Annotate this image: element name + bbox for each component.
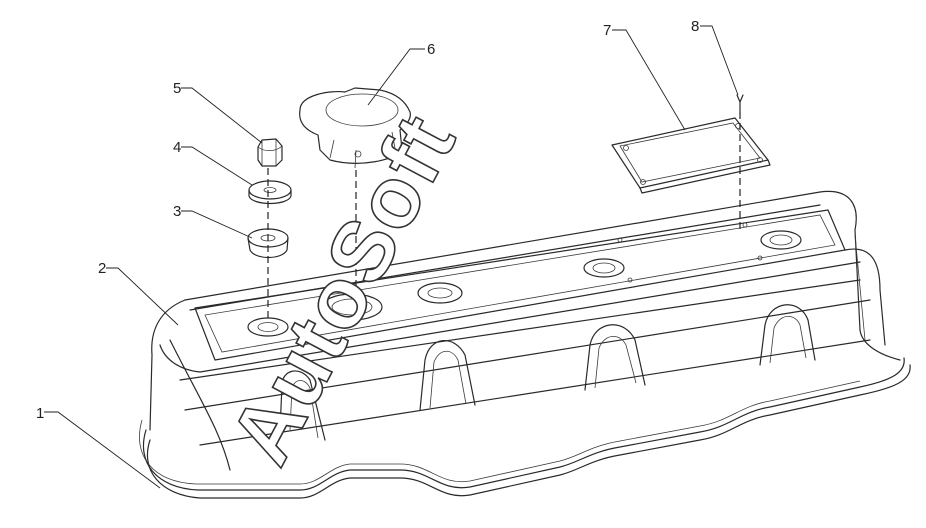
- part-2-valve-cover: [149, 190, 901, 471]
- part-8-screw: [736, 94, 744, 113]
- part-3-grommet: [247, 228, 289, 259]
- callout-5: 5: [173, 80, 181, 97]
- part-4-washer: [248, 180, 292, 205]
- part-7-cover-plate: [611, 117, 771, 194]
- callout-1: 1: [36, 405, 44, 422]
- callout-2: 2: [98, 260, 106, 277]
- callout-3: 3: [173, 203, 181, 220]
- leader-lines: [44, 25, 739, 489]
- part-1-gasket: [139, 357, 911, 499]
- assembly-lines: [267, 112, 741, 320]
- callout-4: 4: [173, 139, 181, 156]
- part-6-filler-cap: [299, 87, 411, 169]
- part-5-nut: [257, 138, 283, 167]
- callout-8: 8: [691, 18, 699, 35]
- callout-6: 6: [427, 41, 435, 58]
- callout-7: 7: [603, 22, 611, 39]
